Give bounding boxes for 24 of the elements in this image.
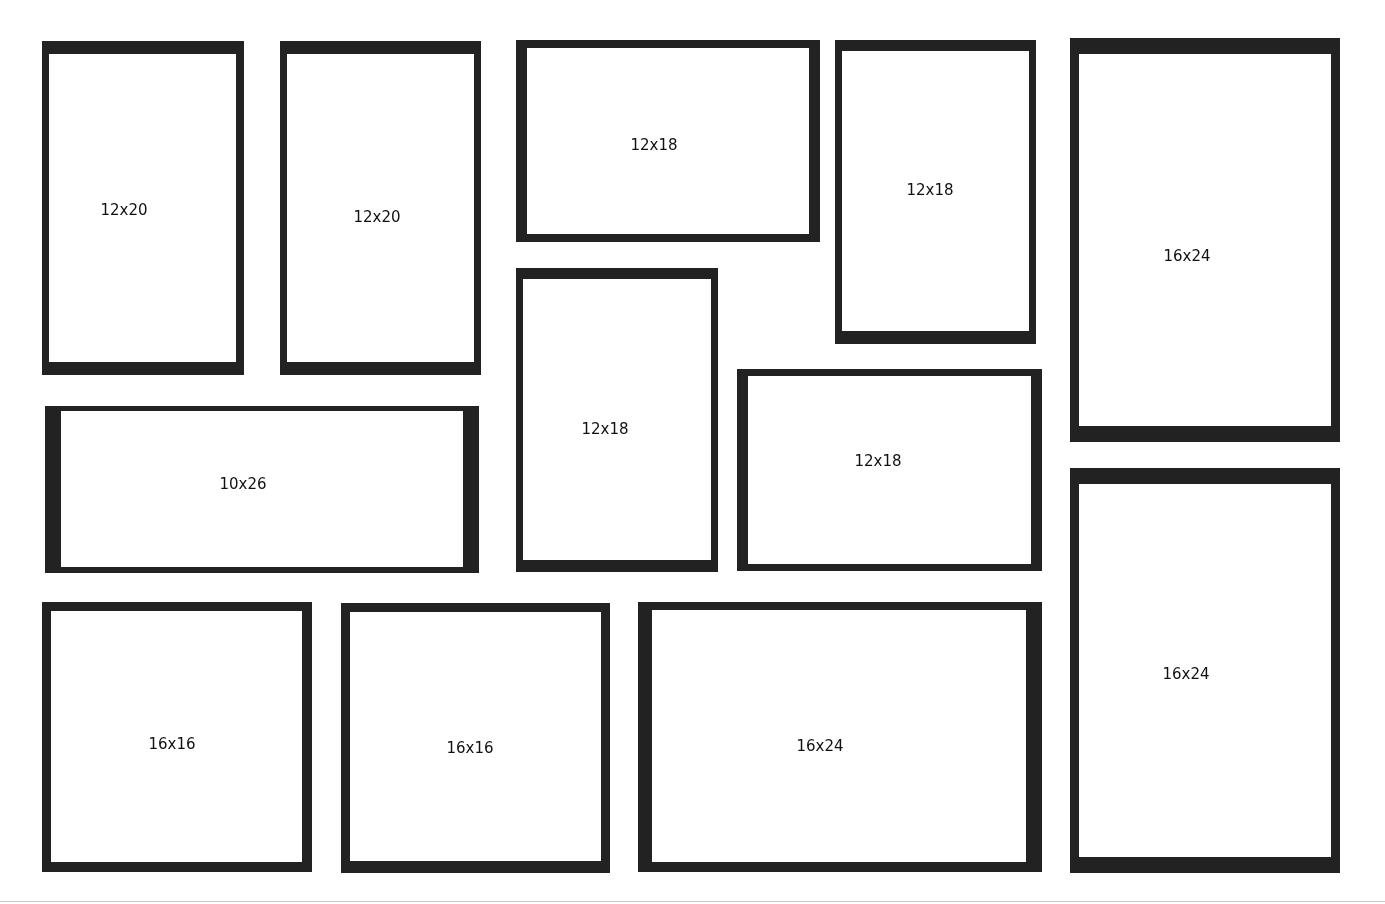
- size-label: 16x24: [1162, 665, 1210, 683]
- picture-frame: [737, 369, 1042, 571]
- picture-frame: [42, 41, 244, 375]
- picture-frame: [45, 406, 479, 573]
- size-label: 16x24: [1163, 247, 1211, 265]
- picture-frame: [516, 40, 820, 242]
- size-label: 12x20: [353, 208, 401, 226]
- picture-frame: [516, 268, 718, 572]
- size-label: 16x24: [796, 737, 844, 755]
- picture-frame: [835, 40, 1036, 344]
- size-label: 12x18: [630, 136, 678, 154]
- size-label: 16x16: [446, 739, 494, 757]
- picture-frame: [280, 41, 481, 375]
- picture-frame: [341, 603, 610, 873]
- size-label: 12x18: [581, 420, 629, 438]
- size-label: 12x18: [906, 181, 954, 199]
- size-label: 16x16: [148, 735, 196, 753]
- picture-frame: [1070, 38, 1340, 442]
- size-label: 12x18: [854, 452, 902, 470]
- picture-frame: [1070, 468, 1340, 873]
- picture-frame: [42, 602, 312, 872]
- size-label: 10x26: [219, 475, 267, 493]
- size-label: 12x20: [100, 201, 148, 219]
- picture-frame: [638, 602, 1042, 872]
